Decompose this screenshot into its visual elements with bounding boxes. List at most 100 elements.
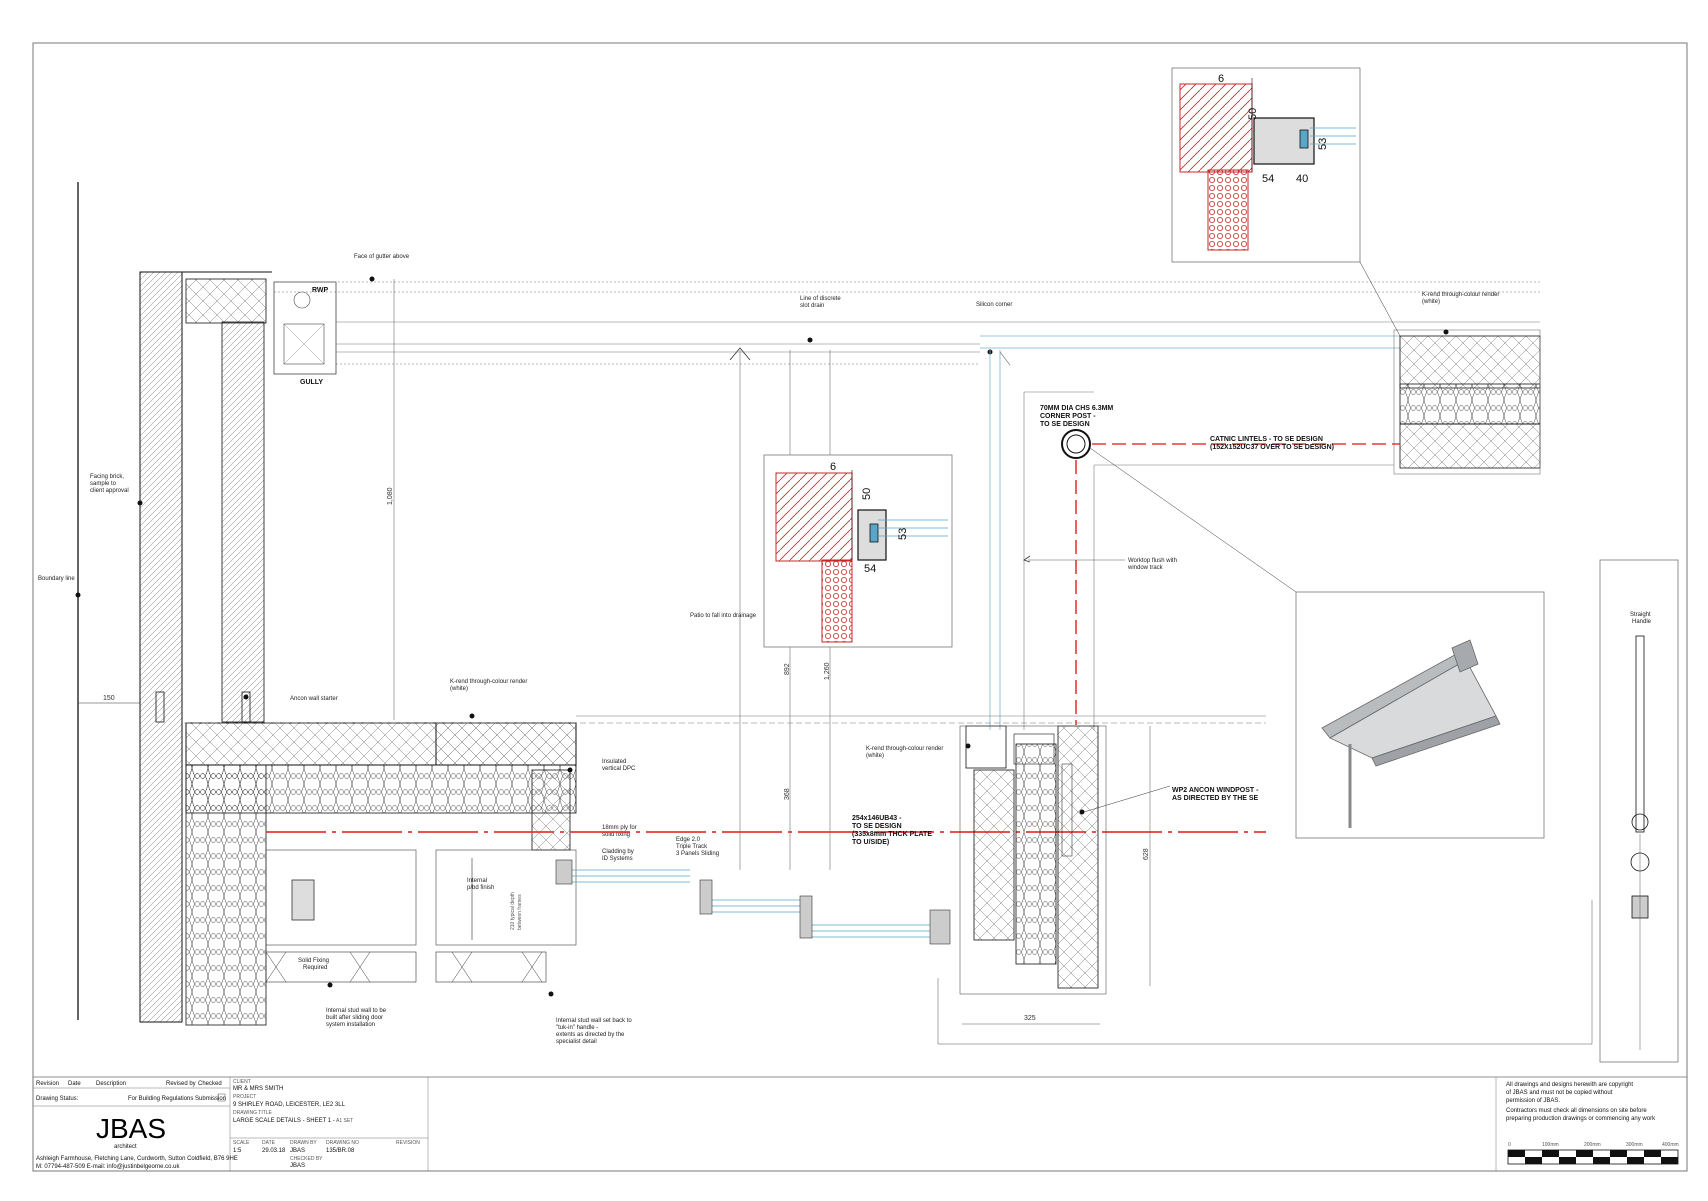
silicon-label: Silicon corner xyxy=(976,302,1012,308)
rwp-box xyxy=(273,281,337,375)
scalebar-200: 200mm xyxy=(1584,1142,1601,1148)
client: MR & MRS SMITH xyxy=(233,1086,283,1092)
rev-header-date: Date xyxy=(68,1081,81,1087)
krender-mid-label-1: K-rend through-colour render xyxy=(450,679,527,685)
beam-label-4: TO U/SIDE) xyxy=(852,839,889,846)
revision-label: REVISION xyxy=(396,1140,420,1146)
dim-1080: 1,080 xyxy=(387,487,394,505)
dim-368: 368 xyxy=(784,788,791,800)
stud-setback-label-2: "tuk-in" handle - xyxy=(556,1025,598,1031)
facing-brick-label-1: Facing brick, xyxy=(90,474,124,480)
krender-mid-label-2: (white) xyxy=(450,686,468,692)
patio-label: Patio to fall into drainage xyxy=(690,613,757,619)
title-block: Revision Date Description Revised by Che… xyxy=(32,1076,1688,1172)
inset1-dim-6: 6 xyxy=(830,461,836,473)
stud-wall-label-1: Internal stud wall to be xyxy=(326,1008,387,1014)
gully-label: GULLY xyxy=(300,379,323,386)
stud-wall-label-3: system installation xyxy=(326,1022,375,1028)
rev-header-checked: Checked xyxy=(198,1081,222,1087)
inset2-dim-54: 54 xyxy=(1262,173,1274,185)
handle-label-1: Straight xyxy=(1630,612,1651,618)
windpost-label-2: AS DIRECTED BY THE SE xyxy=(1172,795,1259,802)
jbas-logo-sub: architect xyxy=(114,1144,137,1150)
reveal-text-1: 210 typical depth xyxy=(510,892,516,930)
beam-label-1: 254x146UB43 - xyxy=(852,815,902,822)
dim-1260: 1,260 xyxy=(824,662,831,680)
krender-right-label-1: K-rend through-colour render xyxy=(866,746,943,752)
post-label-3: TO SE DESIGN xyxy=(1040,421,1090,428)
project: 9 SHIRLEY ROAD, LEICESTER, LE2 3LL xyxy=(233,1102,346,1108)
lintel-image-panel xyxy=(1295,591,1545,839)
slot-drain-label-1: Line of discrete xyxy=(800,296,841,302)
dwgno: 135/BR.08 xyxy=(326,1148,355,1154)
stud-setback-label-3: extents as directed by the xyxy=(556,1032,625,1038)
copyright-1: All drawings and designs herewith are co… xyxy=(1506,1082,1633,1088)
scalebar-100: 100mm xyxy=(1542,1142,1559,1148)
date: 29.03.18 xyxy=(262,1148,286,1154)
rev-header-revision: Revision xyxy=(36,1081,59,1087)
handle-panel: Straight Handle xyxy=(1599,559,1679,1063)
inset2-dim-6: 6 xyxy=(1218,73,1224,85)
detail-inset-top: 6 50 53 54 40 xyxy=(1171,67,1401,337)
copyright-4: Contractors must check all dimensions on… xyxy=(1506,1108,1647,1114)
dim-628: 628 xyxy=(1143,848,1150,860)
ply-label-1: 18mm ply for xyxy=(602,825,637,831)
slot-drain-label-2: slot drain xyxy=(800,303,824,309)
krender-top-label-1: K-rend through-colour render xyxy=(1422,292,1499,298)
address: Ashleigh Farmhouse, Fletching Lane, Curd… xyxy=(36,1156,238,1162)
status-label: Drawing Status: xyxy=(36,1096,79,1102)
stud-wall-label-2: built after sliding door xyxy=(326,1015,383,1021)
worktop-label-2: window track xyxy=(1127,565,1164,571)
ply-label-2: solid fixing xyxy=(602,832,630,838)
edge-label-3: 3 Panels Sliding xyxy=(676,851,719,857)
drawn-label: DRAWN BY xyxy=(290,1140,317,1146)
dpc-label-1: Insulated xyxy=(602,759,626,765)
inset2-dim-50: 50 xyxy=(1247,108,1259,120)
date-label: DATE xyxy=(262,1140,276,1146)
checked-label: CHECKED BY xyxy=(290,1156,323,1162)
drawn: JBAS xyxy=(290,1148,305,1154)
handle-label-2: Handle xyxy=(1632,619,1652,625)
scalebar-0: 0 xyxy=(1508,1142,1511,1148)
facing-brick-label-3: client approval xyxy=(90,488,129,494)
krender-right-label-2: (white) xyxy=(866,753,884,759)
edge-label-1: Edge 2.0 xyxy=(676,837,701,843)
inset2-dim-40: 40 xyxy=(1296,173,1308,185)
scalebar-400: 400mm xyxy=(1662,1142,1679,1148)
scalebar-300: 300mm xyxy=(1626,1142,1643,1148)
drawing-title-set: A1 SET xyxy=(336,1118,353,1124)
worktop-label-1: Worktop flush with xyxy=(1128,558,1177,564)
beam-label-2: TO SE DESIGN xyxy=(852,823,902,830)
solid-fixing-label-2: Required xyxy=(303,965,327,971)
project-label: PROJECT xyxy=(233,1094,256,1100)
beam-label-3: (335x8mm THCK PLATE xyxy=(852,831,932,838)
catnic-label-1: CATNIC LINTELS - TO SE DESIGN xyxy=(1210,436,1323,443)
internal-pbd-label-2: p/bd finish xyxy=(467,885,494,891)
main-detail: 150 RWP GULLY Face of gutter above 1,080… xyxy=(38,182,1593,1045)
catnic-label-2: (152X152UC37 OVER TO SE DESIGN) xyxy=(1210,444,1334,451)
dwgno-label: DRAWING NO xyxy=(326,1140,359,1146)
post-label-1: 70MM DIA CHS 6.3MM xyxy=(1040,405,1113,412)
solid-fixing-label-1: Solid Fixing xyxy=(298,958,329,964)
scale-label: SCALE xyxy=(233,1140,250,1146)
ancon-starter-label: Ancon wall starter xyxy=(290,696,338,702)
windpost-label-1: WP2 ANCON WINDPOST - xyxy=(1172,787,1259,794)
dim-892: 892 xyxy=(784,663,791,675)
rev-header-revised-by: Revised by xyxy=(166,1081,196,1087)
detail-inset-middle: 6 50 53 54 xyxy=(763,454,953,648)
stud-setback-label-1: Internal stud wall set back to xyxy=(556,1018,632,1024)
internal-pbd-label-1: Internal xyxy=(467,878,487,884)
dpc-label-2: vertical DPC xyxy=(602,766,636,772)
contact: M: 07794-487-509 E-mail: info@justinbelg… xyxy=(36,1164,181,1170)
inset2-dim-53: 53 xyxy=(1317,138,1329,150)
client-label: CLIENT xyxy=(233,1079,251,1085)
title-label: DRAWING TITLE xyxy=(233,1110,273,1116)
dim-150: 150 xyxy=(103,695,115,702)
checked: JBAS xyxy=(290,1163,305,1169)
reveal-text-2: between frames xyxy=(517,894,523,930)
boundary-label: Boundary line xyxy=(38,576,75,582)
scale-bar: 0 100mm 200mm 300mm 400mm xyxy=(1507,1142,1679,1165)
drawing-title: LARGE SCALE DETAILS - SHEET 1 - xyxy=(233,1118,335,1124)
gutter-label: Face of gutter above xyxy=(354,254,410,260)
